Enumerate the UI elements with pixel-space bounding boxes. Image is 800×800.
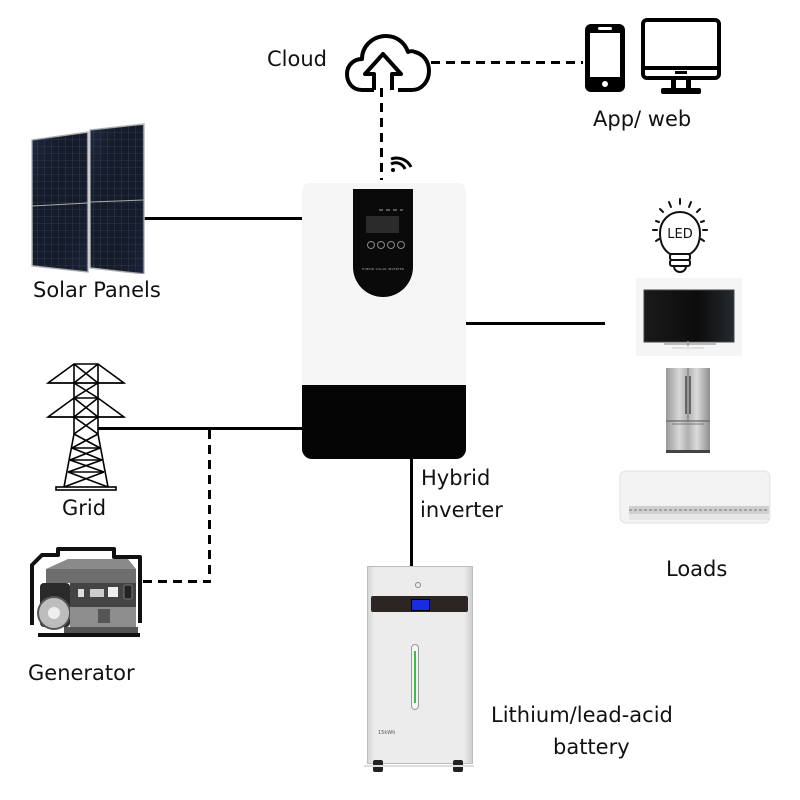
power-button-icon [415, 582, 421, 588]
smartphone-icon [585, 24, 625, 92]
led-bulb: LED [648, 197, 712, 279]
battery-display-band [371, 596, 468, 612]
solar-panels [30, 118, 146, 274]
desktop-monitor-icon [641, 18, 721, 94]
control-buttons [367, 241, 405, 249]
solar-inverter-line [142, 217, 302, 220]
inverter-bottom-body [302, 385, 466, 459]
television [636, 278, 742, 356]
led-text: LED [667, 227, 692, 242]
cloud-upload-icon [345, 34, 431, 92]
generator-dashed-line-vertical [208, 430, 211, 582]
status-leds [379, 209, 403, 211]
refrigerator-icon [666, 368, 710, 453]
transmission-tower-icon [46, 363, 126, 491]
generator-node [28, 545, 146, 647]
grid-label: Grid [62, 496, 107, 520]
led-bulb-icon: LED [652, 198, 708, 273]
cloud-node [344, 28, 432, 98]
generator-label: Generator [28, 661, 135, 685]
battery-node: 15kWh [364, 566, 474, 776]
battery-level-indicator [411, 644, 419, 710]
hybrid-inverter: HYBRID SOLAR INVERTER [302, 183, 466, 459]
refrigerator [666, 368, 710, 454]
battery-label-line1: Lithium/lead-acid [491, 703, 673, 727]
inverter-label-line1: Hybrid [421, 466, 491, 490]
cloud-app-dashed-line [431, 61, 583, 64]
solar-panel-icon [31, 123, 145, 274]
tv-icon [643, 289, 735, 349]
solar-panels-label: Solar Panels [33, 278, 161, 302]
inverter-panel-text: HYBRID SOLAR INVERTER [361, 267, 405, 271]
generator-dashed-line-horizontal [143, 580, 211, 583]
grid-inverter-line [98, 427, 302, 430]
generator-icon [30, 547, 142, 637]
inverter-loads-line [465, 322, 605, 325]
battery-floor-shadow [364, 765, 474, 767]
app-web-label: App/ web [593, 107, 692, 131]
inverter-battery-line [410, 458, 413, 568]
inverter-label-line2: inverter [420, 498, 503, 522]
lcd-screen [366, 216, 399, 233]
wifi-node [389, 151, 413, 173]
wifi-icon [390, 156, 413, 172]
grid-node [46, 362, 126, 492]
battery-brand-label: 15kWh [378, 730, 396, 736]
battery-lcd-screen [411, 599, 430, 611]
air-conditioner-icon [619, 470, 771, 524]
inverter-control-panel: HYBRID SOLAR INVERTER [353, 189, 413, 297]
air-conditioner [619, 470, 771, 526]
loads-label: Loads [666, 557, 728, 581]
battery-label-line2: battery [553, 735, 630, 759]
cloud-label: Cloud [267, 47, 327, 71]
inverter-cloud-dashed-line [380, 88, 383, 180]
